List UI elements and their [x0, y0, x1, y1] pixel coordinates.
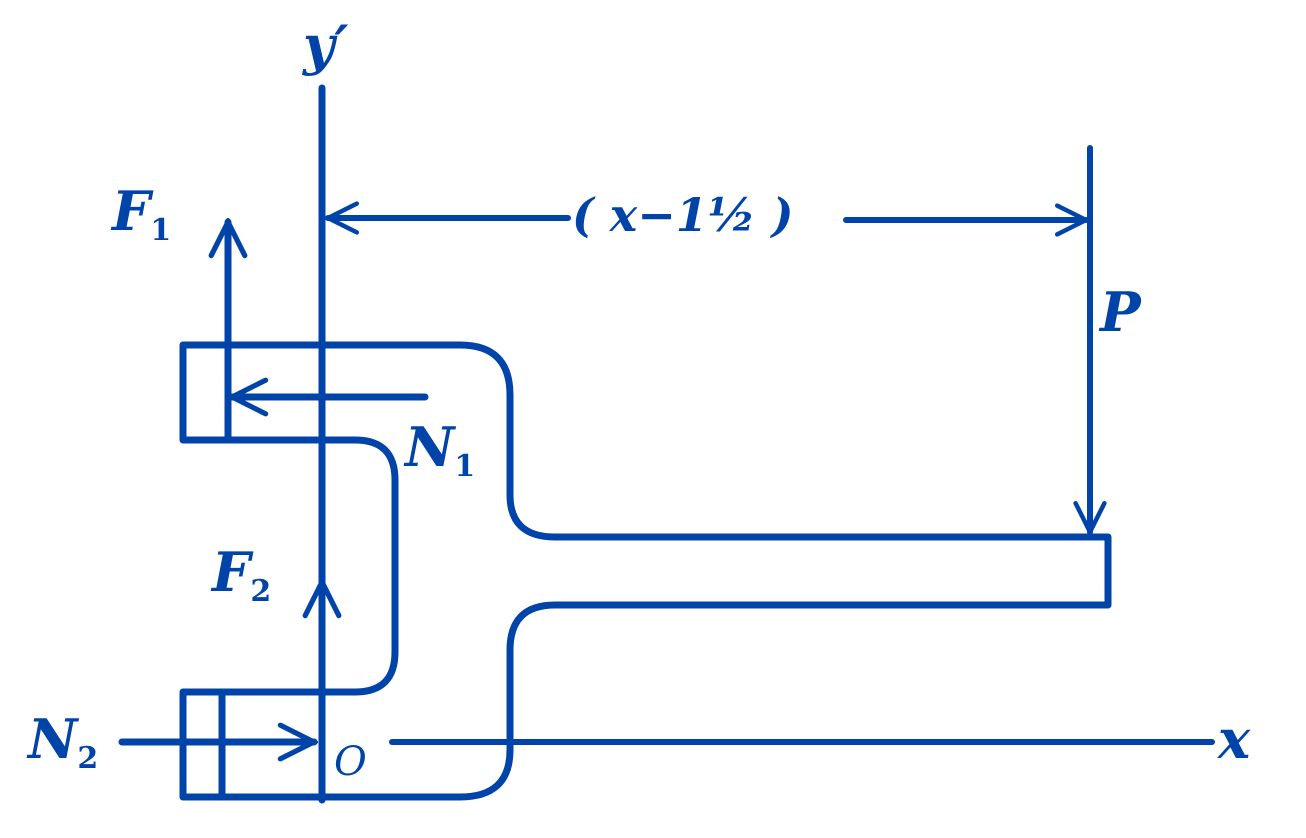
label-n1: N1 — [405, 420, 475, 482]
label-f1-subscript: 1 — [150, 213, 172, 248]
y-axis-label: y′ — [303, 13, 349, 77]
origin-label: O — [334, 739, 367, 785]
label-n2: N2 — [28, 712, 98, 774]
label-f2-subscript: 2 — [250, 574, 272, 609]
label-f2: F2 — [212, 545, 271, 607]
label-n2-letter: N — [28, 707, 78, 771]
label-n1-subscript: 1 — [454, 449, 476, 484]
label-f1: F1 — [112, 184, 171, 246]
label-p: P — [1100, 280, 1141, 344]
label-n1-letter: N — [405, 415, 455, 479]
bracket-body-outline — [179, 341, 1112, 801]
label-n2-subscript: 2 — [77, 741, 99, 776]
x-axis-label: x — [1218, 707, 1251, 771]
dimension-label: ( x−1½ ) — [572, 188, 794, 242]
label-f1-letter: F — [112, 179, 151, 243]
label-f2-letter: F — [212, 540, 251, 604]
